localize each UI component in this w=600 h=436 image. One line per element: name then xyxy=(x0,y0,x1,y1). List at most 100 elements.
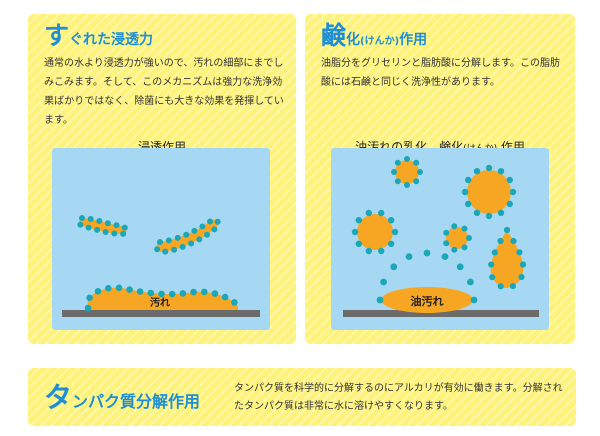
surfactant-dot xyxy=(491,249,498,256)
surfactant-dot xyxy=(85,224,92,231)
surfactant-dot xyxy=(162,248,169,255)
surfactant-dot xyxy=(79,215,85,221)
surfactant-dot xyxy=(211,226,218,233)
surfactant-dot xyxy=(488,261,495,268)
surfactant-dot xyxy=(423,249,431,257)
surfactant-dot xyxy=(467,278,474,286)
surfactant-dot xyxy=(158,290,165,298)
surfactant-dot xyxy=(179,243,186,250)
protein-description: タンパク質を科学的に分解するのにアルカリが有効に働きます。分解されたタンパク質は… xyxy=(234,383,563,412)
stain-label: 汚れ xyxy=(150,296,170,309)
surfactant-dot xyxy=(497,237,504,245)
surfactant-dot xyxy=(485,212,493,220)
stain-blob xyxy=(87,287,238,310)
surfactant-dot xyxy=(497,209,505,216)
surfactant-dot xyxy=(188,240,195,247)
surfactant-dot xyxy=(391,228,399,236)
oil-droplet xyxy=(446,227,468,249)
surfactant-dot xyxy=(104,220,111,227)
surfactant-dot xyxy=(355,240,362,247)
surfactant-dot xyxy=(365,209,372,217)
surfactant-dot xyxy=(461,244,468,251)
surfactant-dot xyxy=(391,169,397,175)
surfactant-dot xyxy=(509,188,517,196)
surfactant-dot xyxy=(84,304,92,312)
saponification-illustration: 油汚れ xyxy=(331,148,549,330)
surfactant-dot xyxy=(204,231,210,238)
surfactant-dot xyxy=(380,278,387,286)
surfactant-dot xyxy=(207,218,213,225)
surfactant-dot xyxy=(473,209,481,216)
saponification-title-tail: 作用 xyxy=(399,32,428,48)
surfactant-dot xyxy=(503,226,511,234)
surfactant-dot xyxy=(485,164,493,172)
surfactant-dot xyxy=(443,240,450,247)
penetration-description: 通常の水より浸透力が強いので、汚れの細部にまでしみこみます。そして、このメカニズ… xyxy=(44,58,284,126)
surfactant-dot xyxy=(183,231,190,238)
surfactant-dot xyxy=(154,246,161,253)
surfactant-dot xyxy=(214,218,221,225)
surfactant-dot xyxy=(171,246,178,253)
surfactant-dot xyxy=(96,218,103,224)
surfactant-dot xyxy=(388,217,395,224)
surfactant-dot xyxy=(120,230,127,237)
penetration-diagram: 汚れ xyxy=(62,215,260,317)
surfactant-dot xyxy=(510,237,517,245)
penetration-title: すぐれた浸透力 xyxy=(44,16,153,52)
surfactant-dot xyxy=(451,223,458,230)
stain-label: 油汚れ xyxy=(411,294,444,308)
surfactant-dot xyxy=(461,225,468,232)
surfactant-dot xyxy=(441,253,449,260)
protein-title: タンパク質分解作用 xyxy=(44,376,200,416)
surfactant-dot xyxy=(86,294,93,302)
surfactant-dot xyxy=(355,217,362,224)
surfactant-dot xyxy=(404,182,410,188)
surfactant-dot xyxy=(168,290,176,298)
surfactant-dot xyxy=(94,288,102,295)
saponification-title-reading: (けんか) xyxy=(360,36,400,47)
surfactant-dot xyxy=(221,293,229,301)
saponification-description: 油脂分をグリセリンと脂肪酸に分解します。この脂肪酸には石鹸と同じく洗浄性がありま… xyxy=(321,58,560,88)
stain-fragment xyxy=(79,218,127,234)
surfactant-dot xyxy=(378,209,385,217)
penetration-panel: すぐれた浸透力 通常の水より浸透力が強いので、汚れの細部にまでしみこみます。そし… xyxy=(28,14,296,344)
surfactant-dot xyxy=(417,169,423,175)
floor-surface xyxy=(62,310,260,317)
surfactant-dot xyxy=(404,156,410,162)
surfactant-dot xyxy=(394,159,401,166)
surfactant-dot xyxy=(121,224,128,231)
surfactant-dot xyxy=(497,168,505,175)
surfactant-dot xyxy=(405,253,413,260)
saponification-title: 鹸化(けんか)作用 xyxy=(321,16,427,52)
penetration-title-rest: ぐれた浸透力 xyxy=(69,32,154,48)
surfactant-dot xyxy=(231,299,238,306)
surfactant-dot xyxy=(147,289,155,297)
surfactant-dot xyxy=(443,229,450,236)
surfactant-dot xyxy=(473,168,481,175)
floor-surface xyxy=(343,310,539,317)
protein-title-initial: タ xyxy=(44,381,73,414)
oil-droplet xyxy=(467,170,511,214)
surfactant-dot xyxy=(376,296,384,304)
surfactant-dot xyxy=(518,273,525,281)
surfactant-dot xyxy=(461,188,469,196)
surfactant-dot xyxy=(115,284,123,292)
surfactant-dot xyxy=(196,236,203,243)
saponification-diagram: 油汚れ xyxy=(343,156,539,317)
surfactant-dot xyxy=(351,228,359,236)
surfactant-dot xyxy=(509,283,516,290)
surfactant-dot xyxy=(516,249,523,256)
surfactant-dot xyxy=(390,263,398,271)
surfactant-dot xyxy=(365,247,372,255)
surfactant-dot xyxy=(506,176,513,184)
surfactant-dot xyxy=(102,229,109,235)
surfactant-dot xyxy=(413,159,420,166)
surfactant-dot xyxy=(165,237,172,244)
surfactant-dot xyxy=(111,230,118,237)
surfactant-dot xyxy=(136,288,144,295)
stain-blob xyxy=(381,287,473,313)
surfactant-dot xyxy=(451,246,458,253)
saponification-panel: 鹸化(けんか)作用 油脂分をグリセリンと脂肪酸に分解します。この脂肪酸には石鹸と… xyxy=(305,14,575,344)
surfactant-dot xyxy=(211,290,219,297)
surfactant-dot xyxy=(191,227,198,234)
